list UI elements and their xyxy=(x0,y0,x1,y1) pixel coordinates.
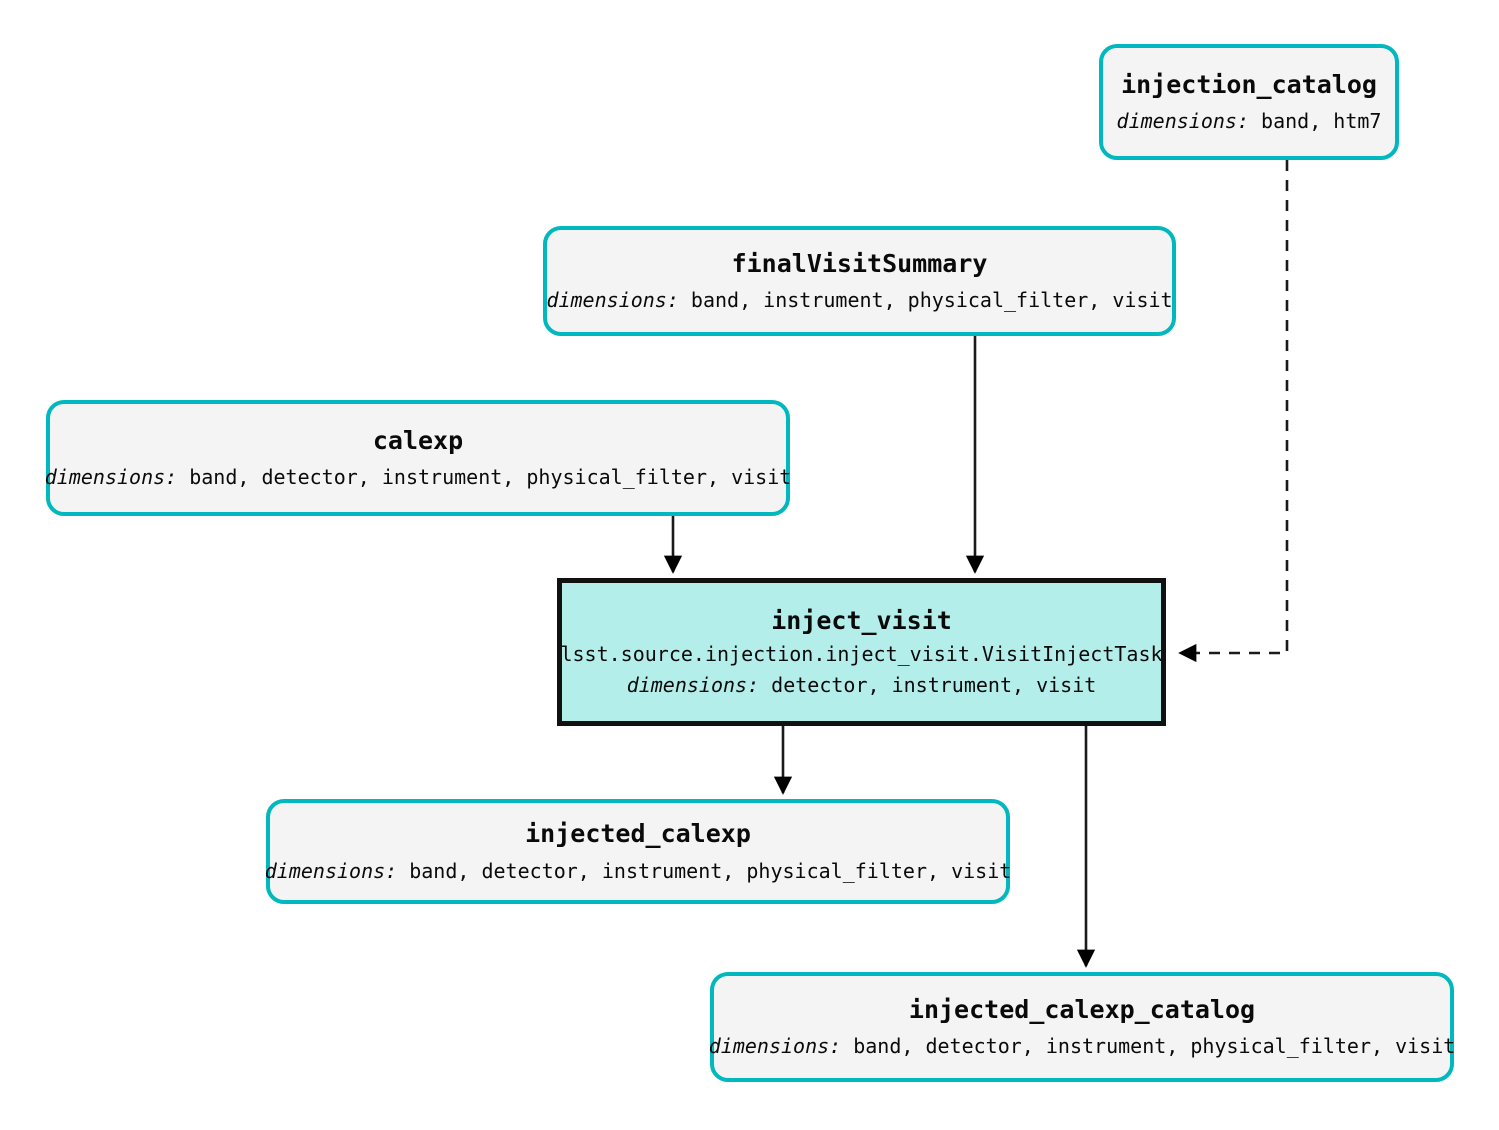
task-node-inject-visit[interactable]: inject_visit lsst.source.injection.injec… xyxy=(557,578,1166,726)
dimensions-label: dimensions: xyxy=(546,288,679,313)
dimensions-label: dimensions: xyxy=(44,465,178,490)
node-dimensions: dimensions: detector, instrument, visit xyxy=(627,674,1097,697)
task-class-path: lsst.source.injection.inject_visit.Visit… xyxy=(560,642,1163,667)
dataset-node-calexp[interactable]: calexp dimensions: band, detector, instr… xyxy=(45,400,792,516)
dimensions-value: band, detector, instrument, physical_fil… xyxy=(177,465,792,490)
dimensions-value: band, instrument, physical_filter, visit xyxy=(678,288,1173,313)
dataset-node-finalvisitsummary[interactable]: finalVisitSummary dimensions: band, inst… xyxy=(543,226,1176,336)
node-dimensions: dimensions: band, detector, instrument, … xyxy=(264,858,1012,883)
node-title: injection_catalog xyxy=(1121,69,1377,99)
dimensions-label: dimensions: xyxy=(626,673,760,698)
dimensions-value: band, htm7 xyxy=(1249,109,1382,134)
dimensions-value: band, detector, instrument, physical_fil… xyxy=(841,1034,1456,1059)
node-dimensions: dimensions: band, instrument, physical_f… xyxy=(546,289,1172,312)
node-dimensions: dimensions: band, detector, instrument, … xyxy=(45,466,792,489)
dimensions-label: dimensions: xyxy=(1116,109,1249,134)
node-title: inject_visit xyxy=(771,605,952,635)
node-title: calexp xyxy=(372,425,464,455)
dimensions-value: detector, instrument, visit xyxy=(759,673,1097,698)
dimensions-label: dimensions: xyxy=(708,1034,842,1059)
node-dimensions: dimensions: band, detector, instrument, … xyxy=(709,1035,1456,1058)
node-title: injected_calexp xyxy=(525,819,751,849)
dataset-node-injected-calexp-catalog[interactable]: injected_calexp_catalog dimensions: band… xyxy=(709,972,1456,1082)
edge-injection_catalog-to-inject_visit xyxy=(1178,160,1289,663)
node-title: injected_calexp_catalog xyxy=(908,994,1256,1024)
node-title: finalVisitSummary xyxy=(731,248,988,278)
dataset-node-injected-calexp[interactable]: injected_calexp dimensions: band, detect… xyxy=(264,799,1012,904)
node-dimensions: dimensions: band, htm7 xyxy=(1117,110,1382,133)
dataset-node-injection-catalog[interactable]: injection_catalog dimensions: band, htm7 xyxy=(1099,44,1399,160)
dimensions-label: dimensions: xyxy=(264,858,398,883)
dimensions-value: band, detector, instrument, physical_fil… xyxy=(397,858,1012,883)
